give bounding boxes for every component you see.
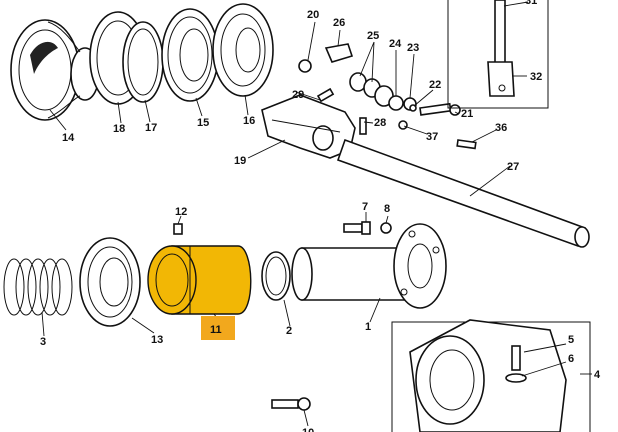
label-11: 11 <box>210 324 222 336</box>
part-37-washer <box>398 120 408 130</box>
label-17: 17 <box>145 122 157 134</box>
part-8-washer <box>380 222 392 234</box>
label-14: 14 <box>62 132 75 144</box>
part-36-bolt <box>456 139 477 150</box>
part-11-label-badge <box>201 316 235 340</box>
label-24: 24 <box>389 38 402 50</box>
part-15-bearing <box>161 8 219 102</box>
label-16: 16 <box>243 115 255 127</box>
label-4: 4 <box>594 369 601 381</box>
part-22-washer <box>409 104 417 112</box>
part-25-washers <box>349 72 394 107</box>
label-26: 26 <box>333 17 345 29</box>
label-36: 36 <box>495 122 507 134</box>
part-21-bolt <box>419 102 461 116</box>
label-23: 23 <box>407 42 419 54</box>
label-31: 31 <box>525 0 537 7</box>
label-25: 25 <box>367 30 379 42</box>
part-13-seal <box>79 237 141 327</box>
label-22: 22 <box>429 79 441 91</box>
label-2: 2 <box>286 325 292 337</box>
label-28: 28 <box>374 117 386 129</box>
part-12-fitting <box>173 223 183 235</box>
label-15: 15 <box>197 117 209 129</box>
label-3: 3 <box>40 336 46 348</box>
label-29: 29 <box>292 89 304 101</box>
part-28-bolt <box>359 117 367 135</box>
label-7: 7 <box>362 201 368 213</box>
part-24-nut <box>388 95 404 111</box>
label-32: 32 <box>530 71 542 83</box>
label-8: 8 <box>384 203 390 215</box>
part-26-bracket <box>324 43 354 63</box>
label-6: 6 <box>568 353 574 365</box>
label-1: 1 <box>365 321 371 333</box>
part-1-guide-tube <box>291 223 447 309</box>
label-27: 27 <box>507 161 519 173</box>
inset-box-bottom <box>391 319 591 432</box>
part-16-bearing <box>212 3 274 97</box>
label-13: 13 <box>151 334 163 346</box>
part-10-bolt <box>271 397 311 411</box>
label-21: 21 <box>461 108 473 120</box>
part-2-circlip <box>261 251 291 301</box>
part-29-pin <box>316 87 335 103</box>
part-27-shaft <box>336 138 590 248</box>
label-19: 19 <box>234 155 246 167</box>
part-14-bell-housing <box>10 19 100 121</box>
leader-lines <box>41 1 592 427</box>
label-37: 37 <box>426 131 438 143</box>
part-17-ring <box>122 21 164 103</box>
inset-box-top <box>447 0 549 109</box>
label-18: 18 <box>113 123 125 135</box>
part-11-sleeve-highlighted <box>147 245 252 315</box>
label-12: 12 <box>175 206 187 218</box>
part-19-lever-fork <box>261 94 356 159</box>
label-10: 10 <box>302 427 314 432</box>
label-20: 20 <box>307 9 319 21</box>
part-3-coil-spring <box>3 258 73 316</box>
part-20-nut <box>298 59 312 73</box>
label-5: 5 <box>568 334 574 346</box>
part-7-bolt <box>343 221 371 235</box>
